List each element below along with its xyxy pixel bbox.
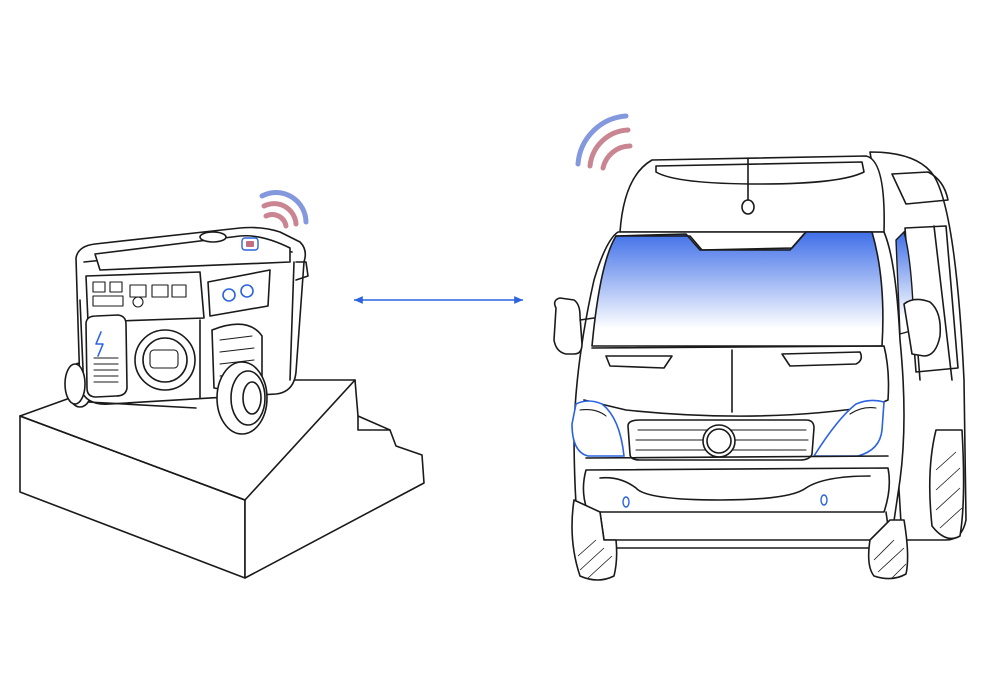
wireless-signal-icon <box>575 113 633 171</box>
generator-icon <box>64 226 309 435</box>
van-icon <box>553 151 967 581</box>
stepped-platform <box>19 379 425 579</box>
wireless-signal-icon <box>259 190 309 229</box>
